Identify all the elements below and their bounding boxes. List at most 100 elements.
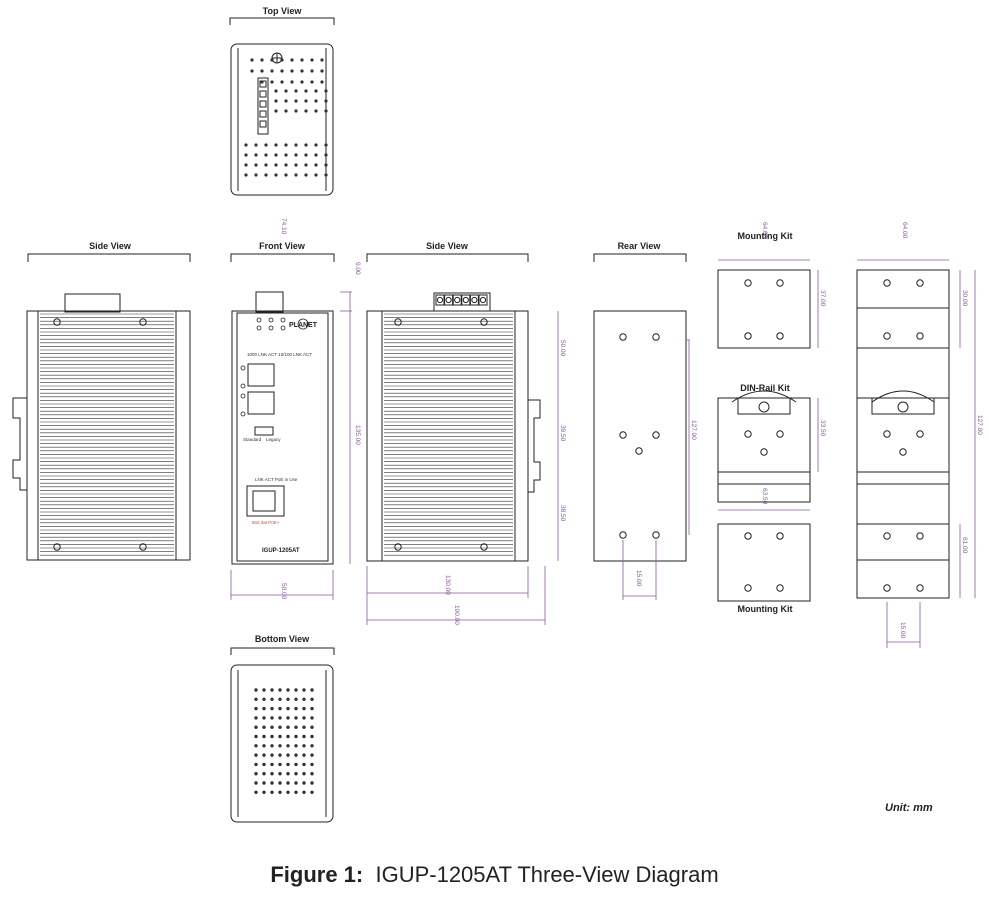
- vent-hole: [286, 762, 290, 767]
- vent-hole: [254, 706, 258, 711]
- vent-hole: [302, 716, 306, 720]
- vent-hole: [294, 790, 298, 794]
- mounting-hole: [776, 332, 784, 340]
- vent-hole: [314, 173, 318, 177]
- title-front-view: Front View: [259, 241, 305, 251]
- terminal-block: [452, 294, 462, 306]
- vent-hole: [300, 58, 304, 62]
- vent-hole: [254, 716, 258, 720]
- terminal-block: [435, 294, 445, 306]
- vent-hole: [286, 706, 290, 711]
- ventilation-holes: [244, 58, 328, 794]
- mounting-hole: [776, 584, 784, 592]
- front-switch-standard: Standard: [243, 437, 262, 442]
- mounting-hole: [883, 584, 891, 592]
- vent-hole: [300, 69, 304, 73]
- power-terminals: [435, 294, 488, 306]
- mounting-hole: [619, 431, 627, 439]
- vent-hole: [294, 744, 298, 748]
- vent-hole: [270, 69, 274, 73]
- vent-hole: [250, 69, 254, 73]
- mounting-holes: [53, 279, 924, 592]
- vent-hole: [294, 762, 298, 767]
- vent-hole: [262, 744, 266, 748]
- vent-hole: [262, 725, 266, 729]
- vent-hole: [250, 58, 254, 62]
- assembly-drawing: [856, 259, 976, 648]
- terminal-screw: [479, 296, 487, 304]
- vent-hole: [264, 143, 268, 147]
- vent-hole: [274, 143, 278, 147]
- rear-view-drawing: [593, 310, 690, 600]
- terminal-screw: [445, 296, 452, 304]
- front-view-drawing: [230, 291, 352, 600]
- brand-logo-icon: [297, 318, 309, 330]
- vent-hole: [286, 697, 290, 701]
- vent-hole: [304, 143, 308, 147]
- vent-hole: [262, 772, 266, 776]
- bottom-view-drawing: [230, 664, 334, 823]
- caption-text: IGUP-1205AT Three-View Diagram: [375, 862, 719, 887]
- vent-hole: [254, 790, 258, 794]
- vent-hole: [304, 163, 308, 167]
- vent-hole: [286, 790, 290, 794]
- vent-hole: [270, 781, 274, 785]
- status-led: [280, 325, 286, 331]
- vent-hole: [294, 89, 298, 93]
- terminal-block: [444, 294, 454, 306]
- vent-hole: [286, 781, 290, 785]
- port-led: [240, 411, 246, 417]
- title-din-rail-kit: DIN-Rail Kit: [740, 383, 790, 393]
- title-mounting-kit-bottom: Mounting Kit: [737, 604, 793, 614]
- vent-hole: [270, 762, 274, 767]
- vent-hole: [278, 744, 282, 748]
- vent-hole: [294, 772, 298, 776]
- vent-hole: [310, 716, 314, 720]
- unit-label: Unit: mm: [885, 802, 933, 814]
- dim-front-width: 50.00: [280, 583, 287, 600]
- mounting-hole: [139, 543, 147, 551]
- vent-hole: [254, 725, 258, 729]
- dim-side-b: 39.50: [559, 425, 566, 442]
- bracket-front-view: [230, 253, 335, 262]
- dim-front-height: 135.00: [354, 425, 361, 445]
- vent-hole: [324, 99, 328, 103]
- vent-hole: [302, 697, 306, 701]
- vent-hole: [270, 706, 274, 711]
- title-bottom-view: Bottom View: [254, 634, 310, 644]
- din-clip-screw: [758, 401, 770, 413]
- vent-hole: [278, 725, 282, 729]
- vent-hole: [278, 706, 282, 711]
- vent-hole: [302, 706, 306, 711]
- vent-hole: [302, 762, 306, 767]
- vent-hole: [260, 80, 264, 84]
- status-led: [256, 317, 262, 323]
- vent-hole: [284, 109, 288, 113]
- vent-hole: [294, 163, 298, 167]
- status-led: [268, 317, 274, 323]
- terminal-block: [469, 294, 479, 306]
- vent-hole: [314, 99, 318, 103]
- bracket-side-view-left: [27, 253, 191, 262]
- vent-hole: [310, 753, 314, 757]
- vent-hole: [304, 89, 308, 93]
- heat-sink-fins: [40, 313, 513, 556]
- vent-hole: [302, 725, 306, 729]
- vent-hole: [278, 697, 282, 701]
- vent-hole: [270, 58, 274, 62]
- vent-hole: [284, 153, 288, 157]
- vent-hole: [284, 99, 288, 103]
- title-top-view: Top View: [262, 6, 302, 16]
- mounting-hole: [53, 543, 61, 551]
- vent-hole: [310, 706, 314, 711]
- vent-hole: [302, 772, 306, 776]
- dim-assy-a: 30.00: [961, 290, 968, 307]
- mounting-hole: [776, 532, 784, 540]
- mounting-hole: [883, 430, 891, 438]
- vent-hole: [280, 58, 284, 62]
- bracket-top-view: [229, 17, 335, 25]
- mounting-hole: [652, 333, 660, 341]
- dim-mk-width: 64.00: [761, 222, 768, 239]
- vent-hole: [314, 143, 318, 147]
- bracket-rear-view: [593, 253, 687, 262]
